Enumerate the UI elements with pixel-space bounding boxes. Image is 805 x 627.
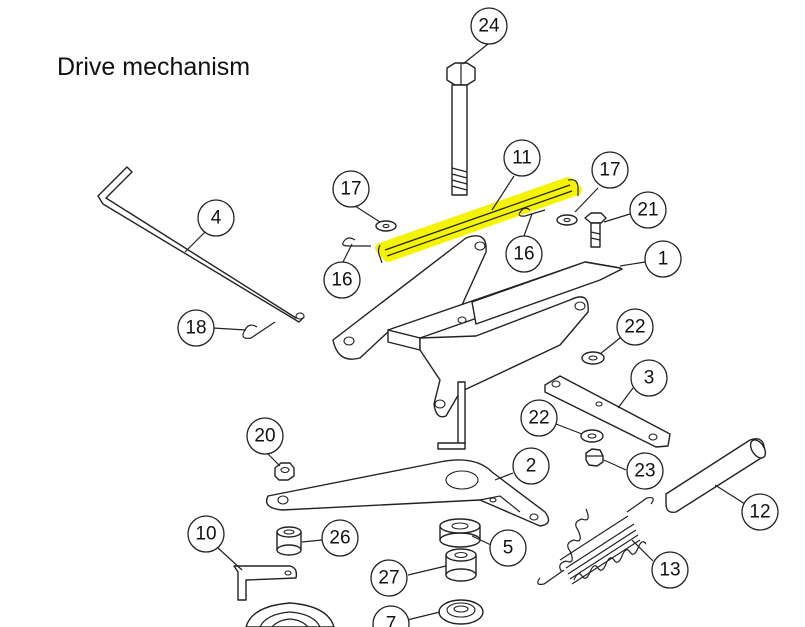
svg-text:11: 11 bbox=[512, 148, 532, 169]
svg-text:1: 1 bbox=[658, 249, 669, 270]
svg-text:13: 13 bbox=[659, 560, 680, 581]
callout-12: 12 bbox=[741, 493, 779, 531]
svg-text:17: 17 bbox=[340, 179, 361, 200]
callout-23: 23 bbox=[626, 452, 664, 490]
callout-10: 10 bbox=[187, 515, 225, 553]
callout-20: 20 bbox=[246, 417, 284, 455]
svg-text:12: 12 bbox=[749, 502, 770, 523]
callout-17-left: 17 bbox=[332, 170, 370, 208]
part-18-clip bbox=[242, 321, 276, 339]
svg-text:18: 18 bbox=[185, 318, 206, 339]
part-23-nut bbox=[585, 448, 604, 467]
leader-lines bbox=[184, 43, 746, 621]
part-5-bushing bbox=[439, 518, 481, 548]
svg-text:2: 2 bbox=[526, 456, 537, 477]
diagram-title: Drive mechanism bbox=[57, 53, 251, 81]
svg-text:4: 4 bbox=[211, 208, 222, 229]
callout-22-lower: 22 bbox=[520, 399, 558, 437]
part-11-link-rod bbox=[375, 177, 582, 264]
part-4-shift-rod bbox=[97, 166, 305, 323]
part-16-clip-right bbox=[518, 207, 546, 217]
part-1-bracket bbox=[332, 235, 623, 450]
svg-text:5: 5 bbox=[503, 538, 514, 559]
svg-text:3: 3 bbox=[644, 368, 655, 389]
svg-text:17: 17 bbox=[599, 160, 620, 181]
svg-text:23: 23 bbox=[634, 461, 655, 482]
callout-13: 13 bbox=[651, 551, 689, 589]
part-24-bolt bbox=[446, 62, 476, 196]
callout-7: 7 bbox=[372, 605, 410, 627]
callout-22-upper: 22 bbox=[616, 308, 654, 346]
svg-text:27: 27 bbox=[378, 568, 399, 589]
callout-17-right: 17 bbox=[591, 151, 629, 189]
callout-1: 1 bbox=[644, 240, 682, 278]
callout-16-right: 16 bbox=[505, 235, 543, 273]
svg-text:22: 22 bbox=[624, 317, 645, 338]
part-12-pin bbox=[665, 438, 767, 514]
svg-text:22: 22 bbox=[528, 408, 549, 429]
part-3-plate bbox=[544, 375, 671, 448]
svg-text:16: 16 bbox=[513, 244, 534, 265]
part-20-nut bbox=[274, 462, 295, 481]
part-13-spring bbox=[537, 497, 654, 585]
callout-27: 27 bbox=[370, 559, 408, 597]
callout-24: 24 bbox=[470, 7, 508, 45]
svg-text:21: 21 bbox=[637, 200, 658, 221]
svg-text:16: 16 bbox=[331, 270, 352, 291]
svg-text:24: 24 bbox=[478, 16, 500, 37]
part-7-bearing bbox=[438, 599, 484, 625]
callout-3: 3 bbox=[630, 359, 668, 397]
part-10-bracket bbox=[233, 565, 298, 601]
svg-text:10: 10 bbox=[195, 524, 216, 545]
svg-text:26: 26 bbox=[329, 528, 350, 549]
svg-text:7: 7 bbox=[386, 614, 397, 627]
svg-text:20: 20 bbox=[254, 426, 275, 447]
pulley-partial bbox=[245, 602, 335, 627]
callout-4: 4 bbox=[197, 199, 235, 237]
callout-21: 21 bbox=[629, 191, 667, 229]
part-26-bushing bbox=[276, 526, 302, 556]
callout-18: 18 bbox=[177, 309, 215, 347]
part-2-lever bbox=[265, 459, 550, 527]
callout-2: 2 bbox=[512, 447, 550, 485]
part-21-bolt bbox=[584, 212, 607, 248]
part-16-clip-left bbox=[342, 237, 371, 247]
callout-11: 11 bbox=[503, 139, 541, 177]
part-27-spacer bbox=[445, 548, 477, 582]
callout-16-left: 16 bbox=[323, 261, 361, 299]
callout-26: 26 bbox=[321, 519, 359, 557]
callout-5: 5 bbox=[489, 529, 527, 567]
